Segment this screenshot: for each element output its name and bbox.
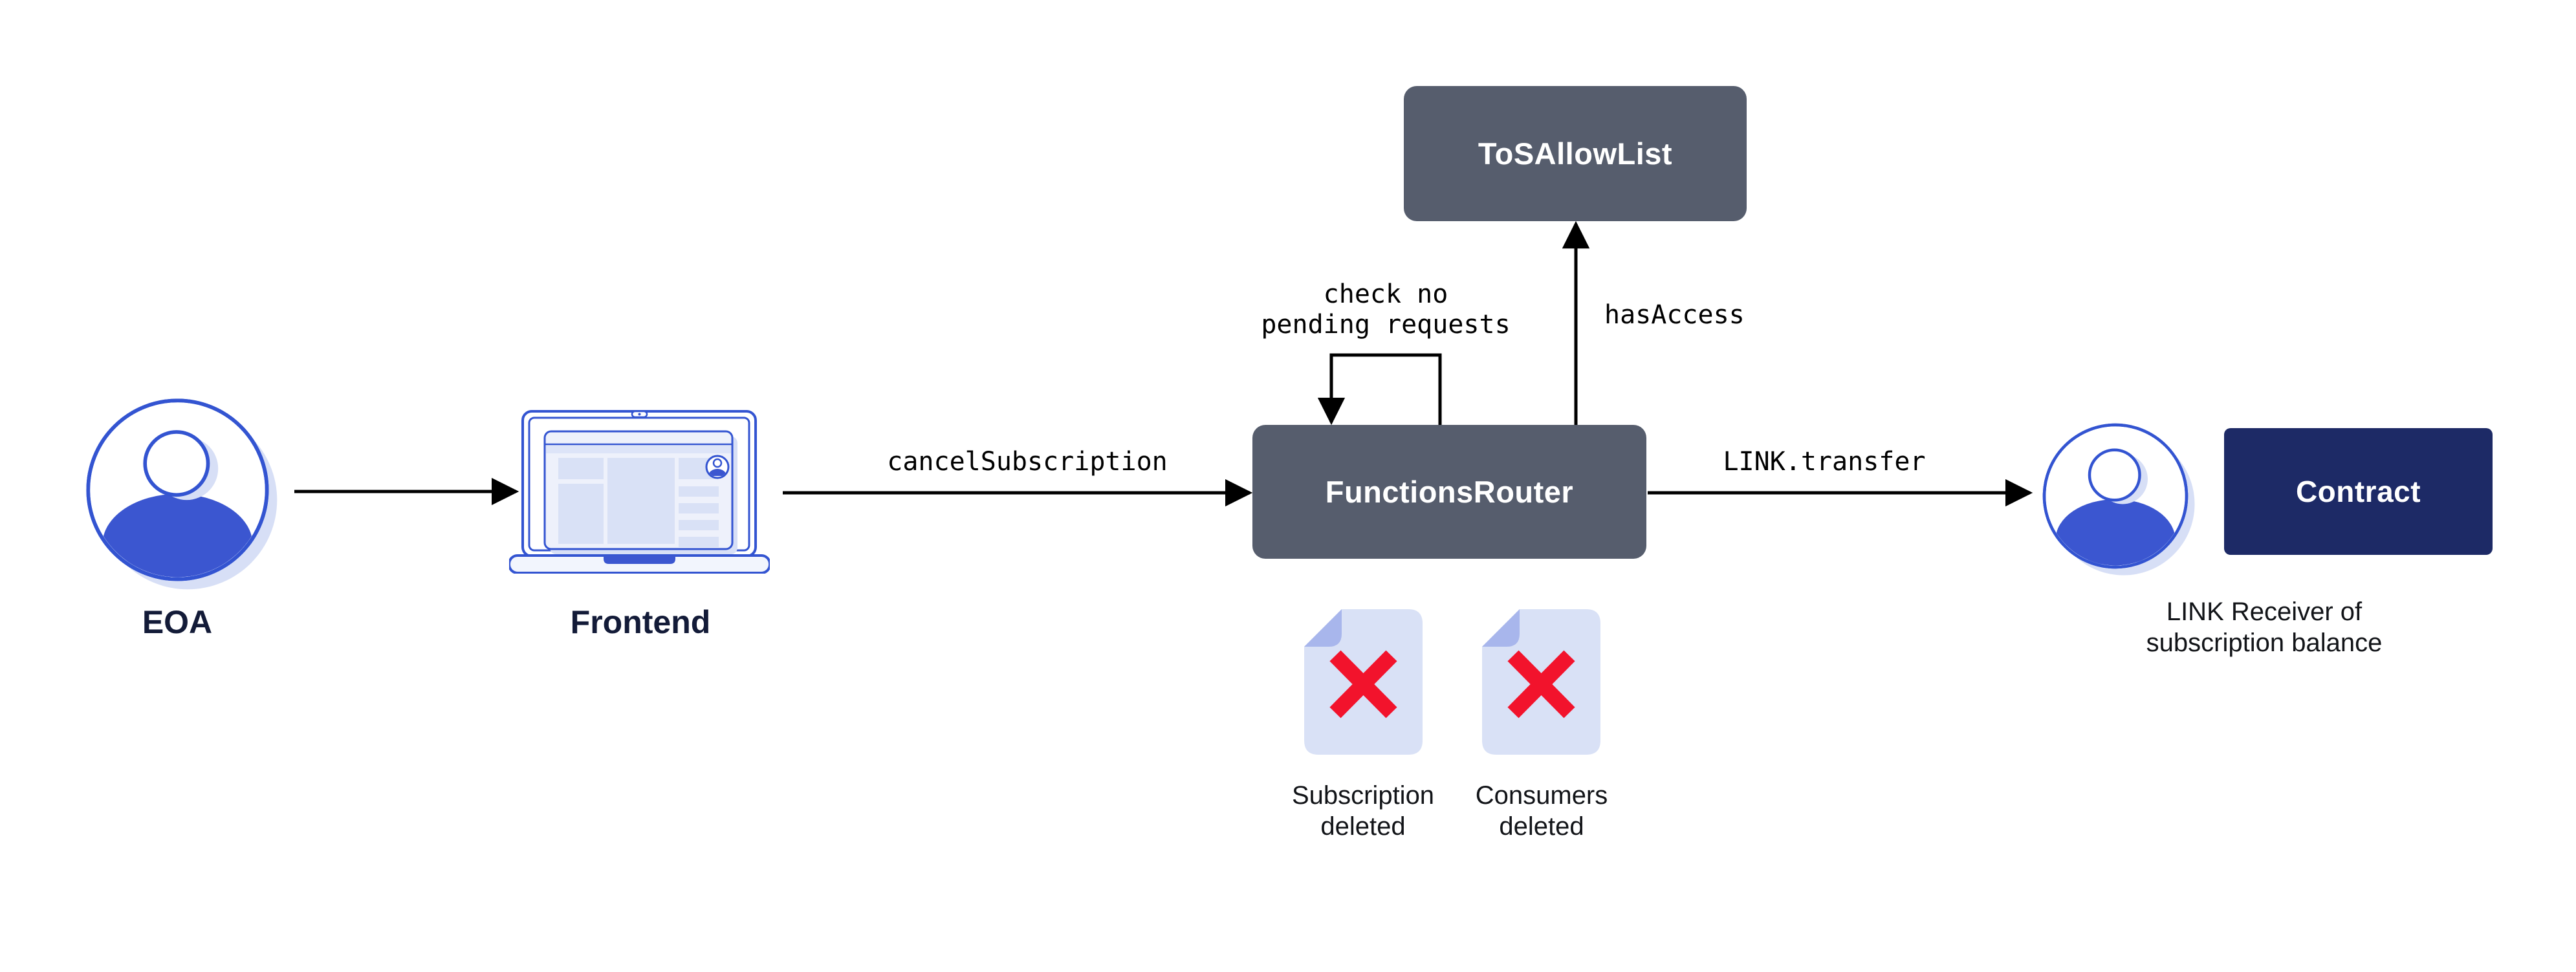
link-receiver-person-avatar-icon — [2042, 423, 2195, 576]
red-x-icon — [1507, 650, 1575, 718]
eoa-person-avatar-icon — [86, 398, 278, 590]
contract-node: Contract — [2224, 428, 2493, 555]
contract-label: Contract — [2295, 475, 2421, 508]
consumers-deleted-caption: Consumers deleted — [1476, 780, 1608, 842]
eoa-label: EOA — [142, 604, 213, 640]
edge-label-cancelsubscription: cancelSubscription — [887, 447, 1168, 477]
tosallowlist-label: ToSAllowList — [1478, 136, 1673, 171]
functionsrouter-label: FunctionsRouter — [1325, 475, 1574, 509]
subscription-deleted-document-icon — [1304, 609, 1423, 755]
frontend-label: Frontend — [570, 604, 711, 640]
edge-label-hasaccess: hasAccess — [1604, 300, 1745, 330]
arrow-functionsrouter-self-loop — [1317, 353, 1442, 426]
caption-line: deleted — [1320, 812, 1406, 841]
edge-label-check-no-pending-requests: check no pending requests — [1261, 279, 1510, 340]
document-fold — [1482, 609, 1520, 647]
frontend-laptop-icon — [509, 410, 770, 574]
edge-label-link-transfer: LINK.transfer — [1723, 447, 1926, 477]
subscription-deleted-caption: Subscription deleted — [1292, 780, 1434, 842]
caption-line: Subscription — [1291, 781, 1435, 810]
functionsrouter-node: FunctionsRouter — [1252, 425, 1646, 559]
tosallowlist-node: ToSAllowList — [1404, 86, 1747, 221]
caption-line: subscription balance — [2146, 629, 2383, 657]
caption-line: Consumers — [1475, 781, 1608, 810]
laptop-notch — [604, 556, 675, 564]
caption-line: deleted — [1499, 812, 1584, 841]
link-receiver-caption: LINK Receiver of subscription balance — [2146, 596, 2383, 658]
document-fold — [1304, 609, 1342, 647]
edge-label-line: check no — [1323, 279, 1448, 309]
red-x-icon — [1329, 650, 1397, 718]
edge-label-line: pending requests — [1261, 310, 1511, 340]
caption-line: LINK Receiver of — [2166, 598, 2363, 626]
consumers-deleted-document-icon — [1482, 609, 1600, 755]
